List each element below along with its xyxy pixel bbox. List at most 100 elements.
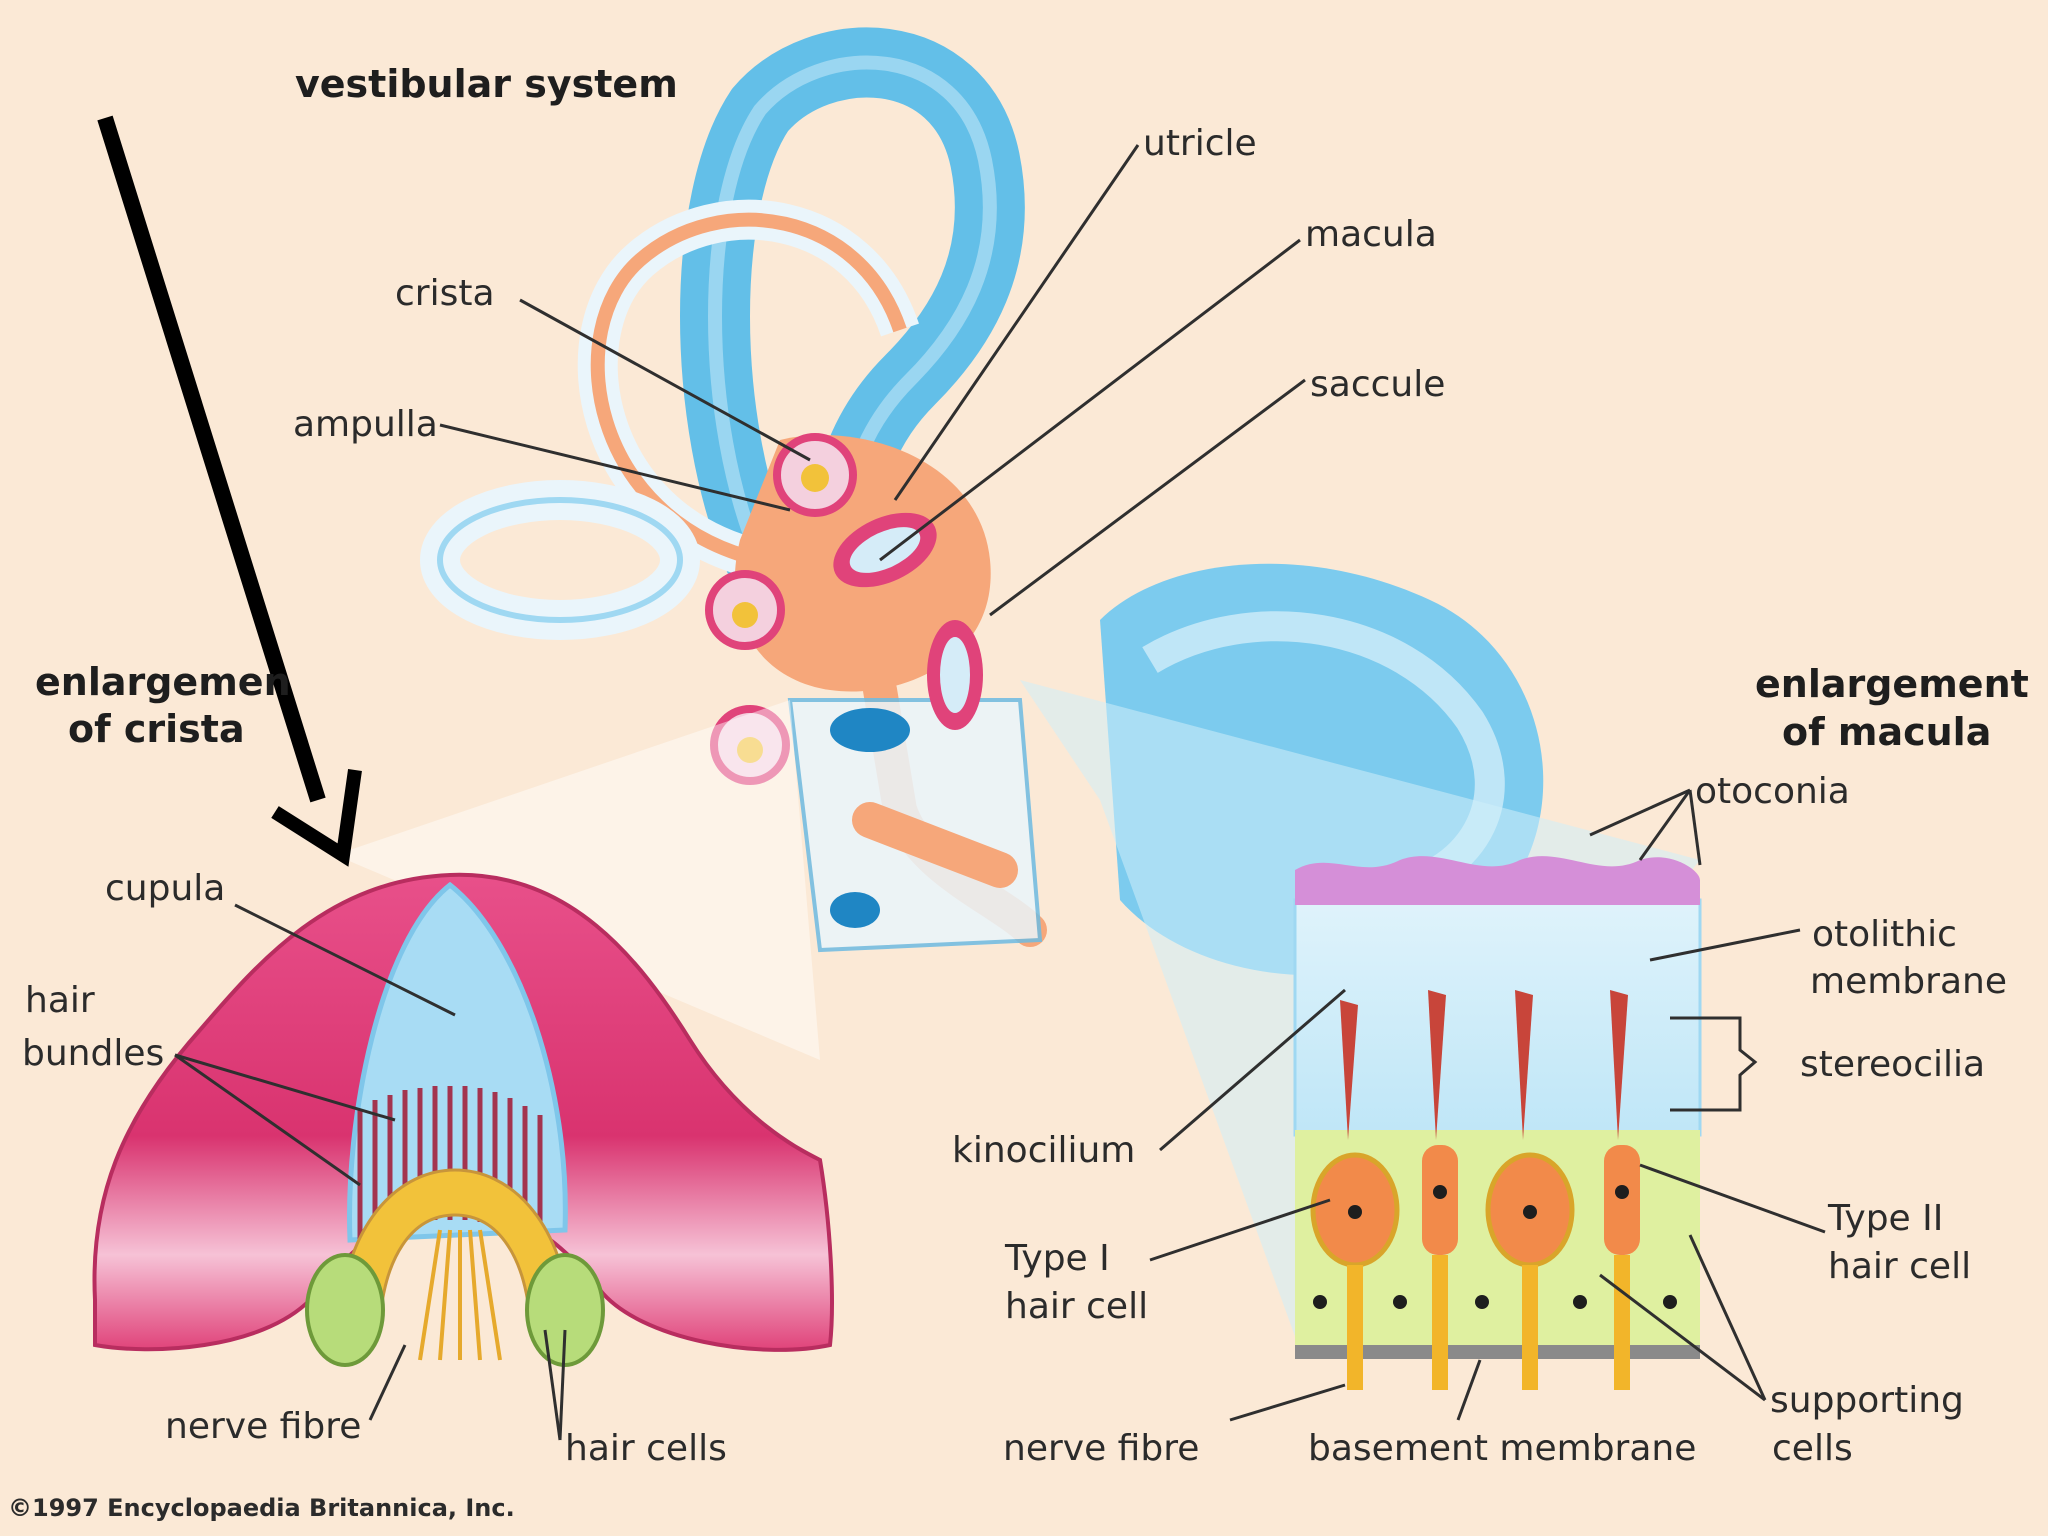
leader-nerve-fibre-left <box>368 1344 407 1421</box>
macula-heading-1: enlargement <box>1755 662 2029 706</box>
supporting-cell-nucleus <box>1313 1295 1327 1309</box>
leader-nerve-fibre-right <box>1229 1383 1346 1422</box>
label-otoconia: otoconia <box>1695 771 1850 812</box>
crista-anterior <box>801 464 829 492</box>
leader-utricle <box>893 144 1140 501</box>
label-stereocilia: stereocilia <box>1800 1044 1985 1085</box>
basement-membrane <box>1295 1345 1700 1359</box>
label-supporting-2: cells <box>1772 1428 1853 1469</box>
crista-posterior <box>737 737 763 763</box>
otolithic-membrane <box>1293 898 1702 1137</box>
supporting-cell-nucleus <box>1573 1295 1587 1309</box>
crista-nerve-fibres <box>418 1229 502 1361</box>
type2-hair-cell-a <box>1422 990 1458 1390</box>
label-utricle: utricle <box>1143 123 1257 164</box>
arrow-shaft <box>97 115 326 803</box>
type2-hair-cell-b <box>1604 990 1640 1390</box>
copyright-notice: ©1997 Encyclopaedia Britannica, Inc. <box>8 1494 515 1522</box>
leader-hair-bundles-2 <box>174 1053 361 1187</box>
leader-otolithic <box>1649 928 1801 962</box>
crista-heading-2: of crista <box>68 707 245 751</box>
hair-cell-body <box>1422 1145 1458 1255</box>
nerve-fibre <box>1347 1265 1363 1390</box>
label-hair-bundles-2: bundles <box>22 1033 164 1074</box>
type1-hair-cell-a <box>1310 1000 1400 1390</box>
saccule-fluid <box>830 708 910 752</box>
lateral-canal-edge <box>437 497 683 623</box>
leader-type1 <box>1149 1198 1331 1262</box>
type1-hair-cell-b <box>1485 990 1575 1390</box>
saccule-macula <box>940 637 970 713</box>
crista-enlargement <box>92 872 834 1367</box>
leader-type2 <box>1639 1163 1826 1234</box>
leader-otoconia-1 <box>1589 788 1691 837</box>
label-macula: macula <box>1305 214 1437 255</box>
supporting-cell-nucleus <box>1393 1295 1407 1309</box>
label-otolithic-1: otolithic <box>1812 914 1957 955</box>
label-basement-membrane: basement membrane <box>1308 1428 1696 1469</box>
stereocilia <box>1610 990 1628 1140</box>
hair-cell-body <box>1604 1145 1640 1255</box>
label-nerve-fibre-left: nerve fibre <box>165 1406 361 1447</box>
stereocilia-bracket <box>1670 1016 1758 1112</box>
nucleus <box>1433 1185 1447 1199</box>
nucleus <box>1348 1205 1362 1219</box>
arrow-head <box>271 769 362 867</box>
posterior-canal-duct <box>590 212 907 567</box>
cochlear-fluid <box>830 892 880 928</box>
label-otolithic-2: membrane <box>1810 961 2007 1002</box>
crista-lateral <box>732 602 758 628</box>
leader-crista <box>519 298 811 462</box>
crista-heading-1: enlargemen <box>35 660 291 704</box>
stereocilia <box>1340 1000 1358 1140</box>
leader-hair-cells-1 <box>543 1329 562 1441</box>
label-type2-1: Type II <box>1827 1198 1943 1239</box>
arrow-icon <box>97 115 362 867</box>
label-supporting-1: supporting <box>1770 1380 1964 1421</box>
leader-macula <box>879 238 1301 562</box>
otoconia <box>1295 856 1700 905</box>
nerve-fibre <box>1522 1265 1538 1390</box>
macula-heading-2: of macula <box>1782 710 1991 754</box>
label-ampulla: ampulla <box>293 404 438 445</box>
leader-saccule <box>989 378 1306 617</box>
leader-hair-cells-2 <box>558 1329 567 1441</box>
leader-otoconia-3 <box>1688 789 1702 866</box>
leader-otoconia-2 <box>1638 789 1692 861</box>
utricle-macula <box>849 527 921 573</box>
leader-basement <box>1456 1359 1482 1421</box>
supporting-cells-left <box>305 1253 385 1367</box>
leader-hair-bundles-1 <box>174 1053 396 1122</box>
leader-supporting-2 <box>1599 1273 1766 1402</box>
macula-enlargement <box>1293 856 1758 1390</box>
label-type2-2: hair cell <box>1828 1246 1971 1287</box>
label-kinocilium: kinocilium <box>952 1130 1135 1171</box>
nucleus <box>1615 1185 1629 1199</box>
leader-cupula <box>234 903 456 1017</box>
anterior-canal-highlight <box>708 55 997 567</box>
nerve-fibre <box>1614 1255 1630 1390</box>
label-type1-1: Type I <box>1004 1238 1110 1279</box>
leader-supporting-1 <box>1688 1234 1767 1401</box>
cochlear-duct <box>852 802 1018 888</box>
leader-ampulla <box>439 423 791 512</box>
leader-kinocilium <box>1159 988 1346 1152</box>
label-hair-cells: hair cells <box>565 1428 727 1469</box>
supporting-cell-nucleus <box>1475 1295 1489 1309</box>
nerve-fibre <box>1432 1255 1448 1390</box>
label-cupula: cupula <box>105 868 225 909</box>
label-type1-2: hair cell <box>1005 1286 1148 1327</box>
label-saccule: saccule <box>1310 364 1445 405</box>
stereocilia <box>1428 990 1446 1140</box>
diagram-title: vestibular system <box>295 62 678 106</box>
supporting-cell-nucleus <box>1663 1295 1677 1309</box>
crista-projection <box>335 700 820 1060</box>
label-nerve-fibre-right: nerve fibre <box>1003 1428 1199 1469</box>
label-hair-bundles-1: hair <box>25 980 95 1021</box>
leader-lines <box>174 144 1826 1441</box>
stereocilia <box>1515 990 1533 1140</box>
label-crista: crista <box>395 273 495 314</box>
nucleus <box>1523 1205 1537 1219</box>
